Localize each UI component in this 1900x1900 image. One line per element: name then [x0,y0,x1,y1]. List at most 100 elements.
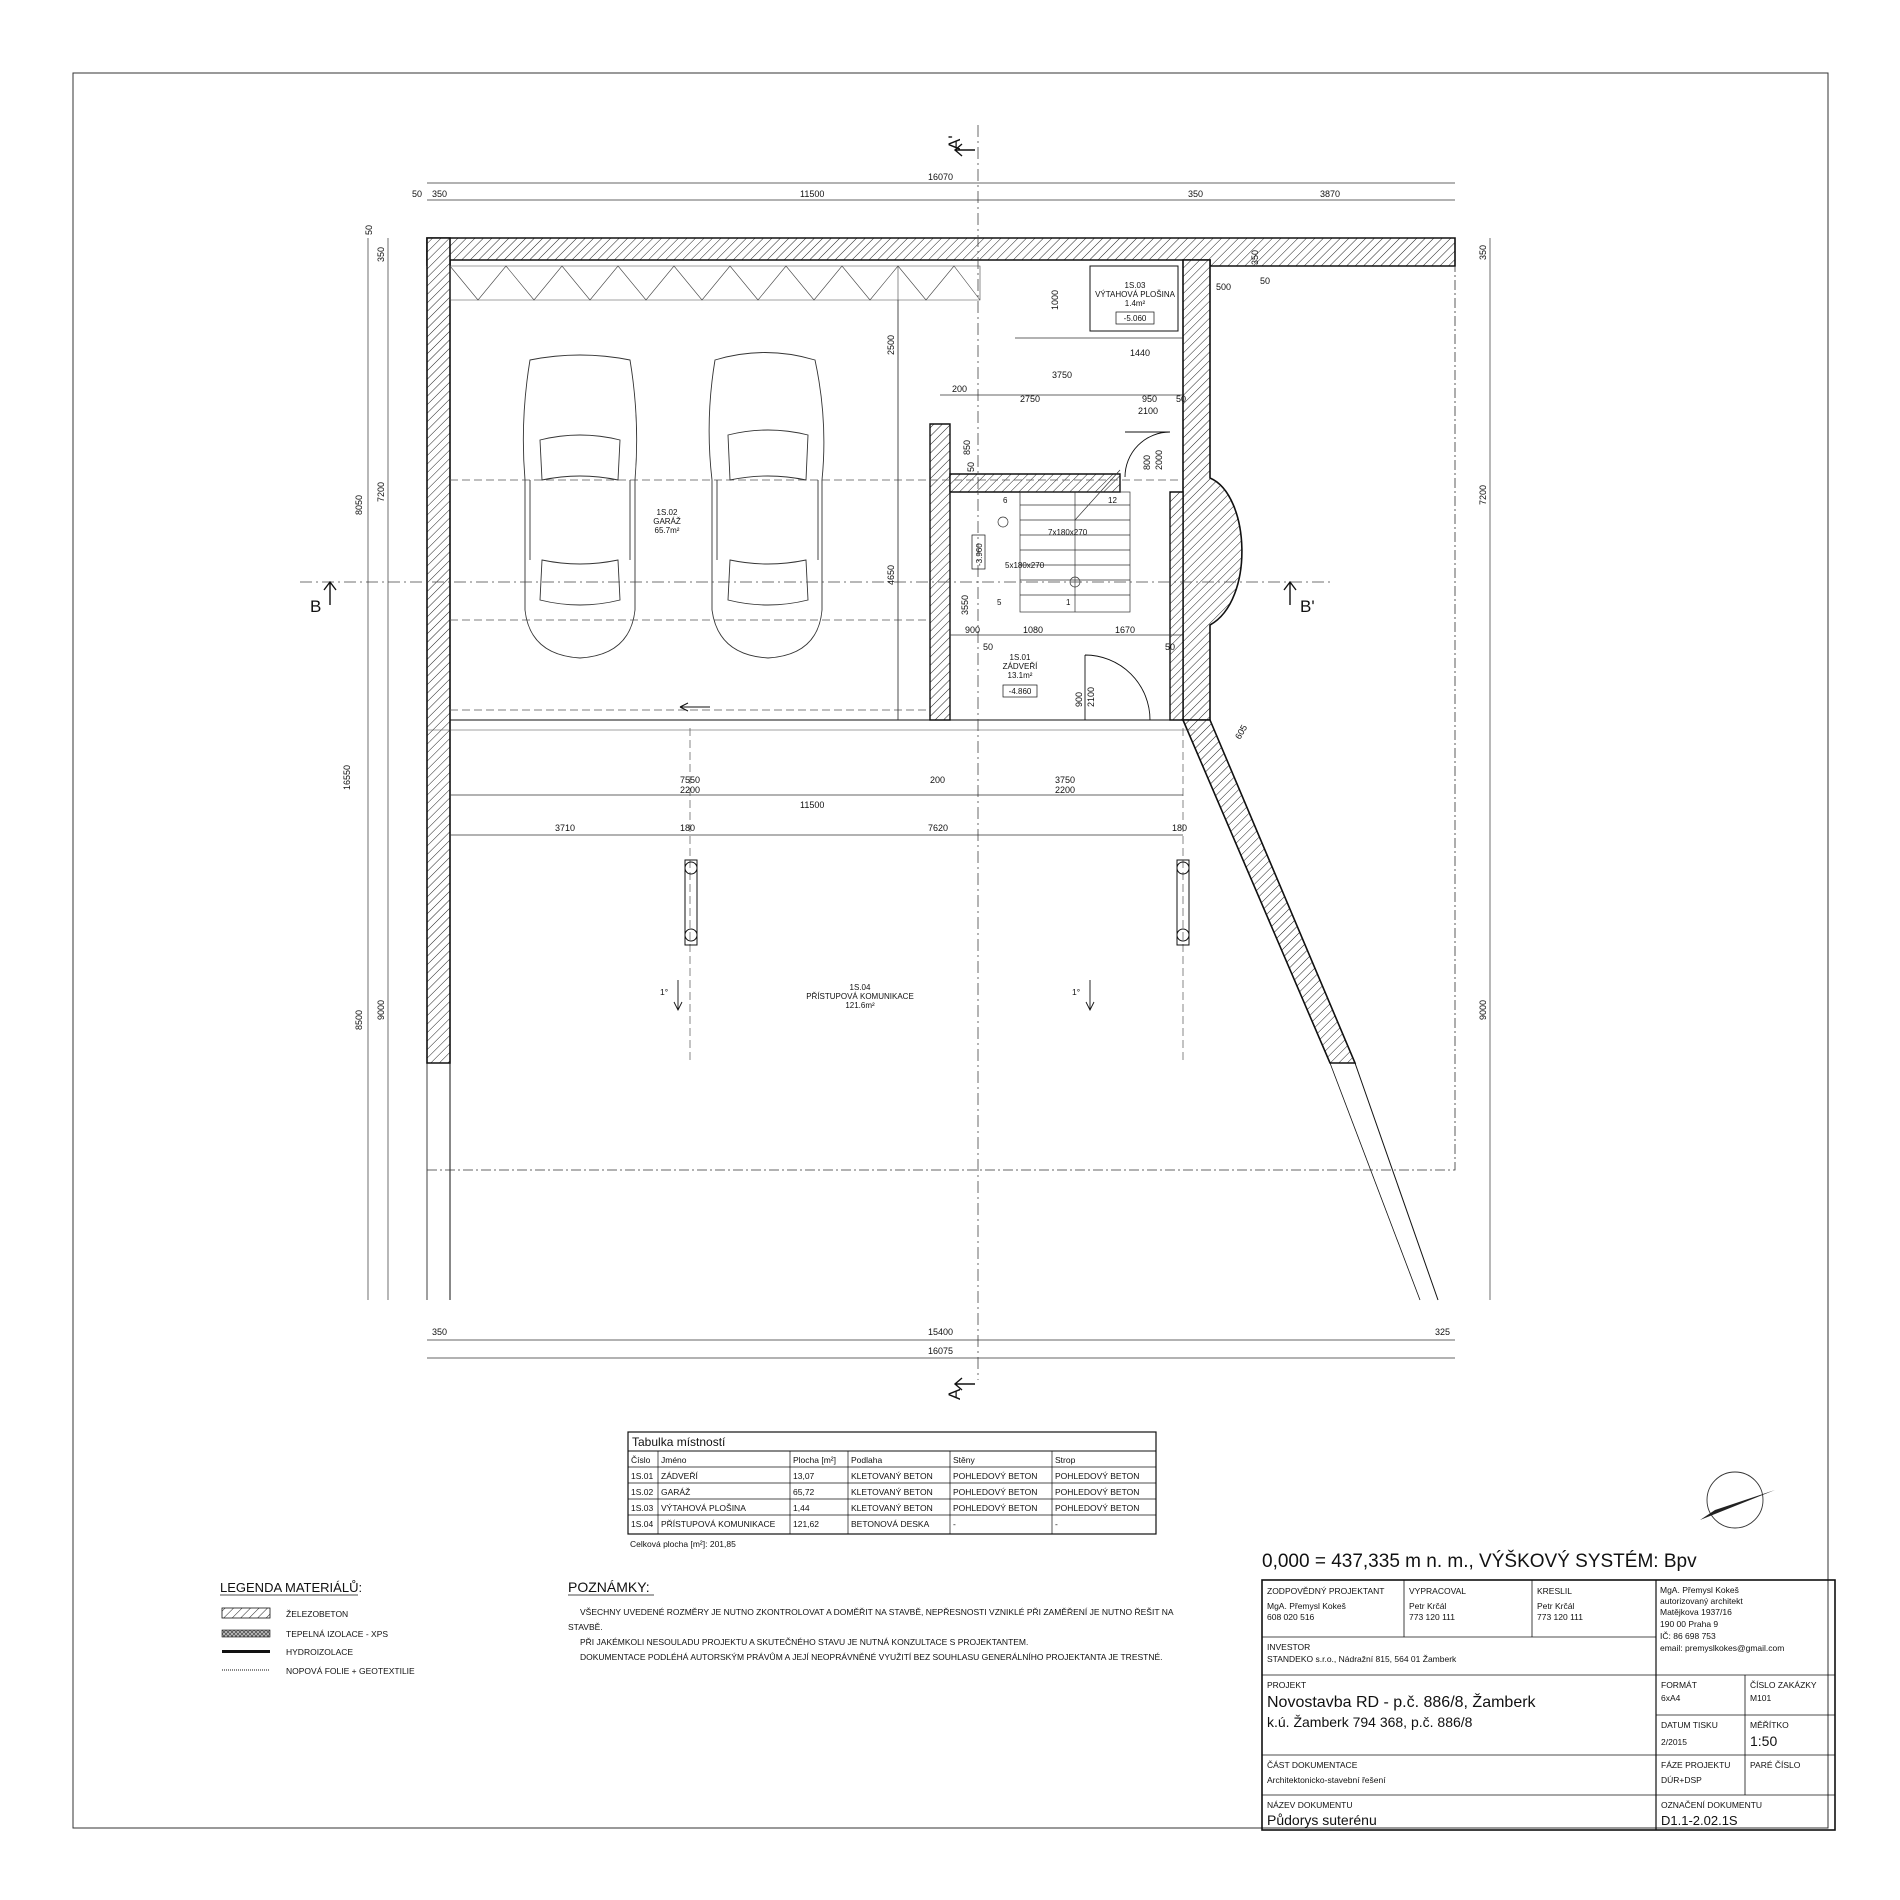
dim-left-inner-1: 350 [376,247,386,262]
note-line: DOKUMENTACE PODLÉHÁ AUTORSKÝM PRÁVŮM A J… [580,1651,1163,1662]
section-mark-b: B [310,597,321,616]
room-1S01: 1S.01 ZÁDVEŘÍ 13.1m² -4.860 [1002,653,1038,698]
copy-label: PARÉ ČÍSLO [1750,1760,1801,1770]
roof-truss [449,265,981,720]
stair-step-6: 6 [1003,496,1008,505]
legend-item: ŽELEZOBETON [286,1609,348,1619]
dim-left-inner-3: 9000 [376,1000,386,1020]
room-area: 65.7m² [655,526,680,535]
dim-int-1000: 1000 [1050,290,1060,310]
dim-right-3: 9000 [1478,1000,1488,1020]
court-east-2 [1329,1062,1421,1301]
room-level: -5.060 [1124,314,1147,323]
dim-left-outer-2: 8050 [354,495,364,515]
table-cell: 65,72 [793,1487,815,1497]
table-cell: POHLEDOVÝ BETON [1055,1471,1139,1481]
legend-swatch-hydro [222,1650,270,1653]
architect-line: email: premyslkokes@gmail.com [1660,1643,1784,1653]
table-cell: POHLEDOVÝ BETON [953,1503,1037,1513]
table-header: Plocha [m²] [793,1455,836,1465]
dimension-lines [367,182,1491,1359]
table-cell: - [953,1519,956,1529]
car-left [522,354,638,659]
table-cell: ZÁDVEŘÍ [661,1471,698,1481]
dim-bottom-overall: 16075 [928,1346,953,1356]
height-system: 0,000 = 437,335 m n. m., VÝŠKOVÝ SYSTÉM:… [1262,1550,1697,1572]
dim-bottom-part-1: 350 [432,1327,447,1337]
dim-low-2200b: 2200 [1055,785,1075,795]
dim-left-inner-2: 7200 [376,482,386,502]
section-arrow-a-top [953,143,975,157]
dim-int-500: 500 [1216,282,1231,292]
wall-east-diagonal [1181,719,1357,1064]
stair-label-upper: 7x180x270 [1048,528,1088,537]
table-title: Tabulka místností [632,1435,726,1449]
level-box [1115,311,1155,325]
dim-top-part-2: 11500 [800,189,824,199]
part-value: Architektonicko-stavební řešení [1267,1775,1386,1785]
responsible-label: ZODPOVĚDNÝ PROJEKTANT [1267,1586,1384,1596]
section-mark-b-prime: B' [1300,597,1315,616]
legend-swatch-concrete [221,1607,271,1619]
room-name: ZÁDVEŘÍ [1003,662,1038,671]
stair-label-lower: 5x180x270 [1005,561,1045,570]
room-code: 1S.03 [1125,281,1146,290]
dim-int-950: 950 [1142,394,1157,404]
order-value: M101 [1750,1693,1772,1703]
room-area: 13.1m² [1008,671,1033,680]
dim-bottom-part-3: 325 [1435,1327,1450,1337]
slope-arrow-left [673,980,683,1012]
slope-label-left: 1° [660,987,668,997]
note-line: STAVBĚ. [568,1622,603,1632]
canopy-dash [689,728,1184,1060]
notes-title: POZNÁMKY: [568,1579,650,1595]
table-cell: 1S.03 [631,1503,653,1513]
table-cell: 1S.04 [631,1519,653,1529]
order-label: ČÍSLO ZAKÁZKY [1750,1680,1817,1690]
dim-int-2100: 2100 [1138,406,1158,416]
dim-int-605: 605 [1233,723,1249,741]
room-level: -4.860 [1009,687,1032,696]
notes: POZNÁMKY: VŠECHNY UVEDENÉ ROZMĚRY JE NUT… [568,1579,1174,1662]
legend-item: TEPELNÁ IZOLACE - XPS [286,1629,388,1639]
table-cell: 1S.01 [631,1471,653,1481]
car-right [708,352,825,659]
format-value: 6xA4 [1661,1693,1681,1703]
dim-int-2000: 2000 [1154,450,1164,470]
table-header: Strop [1055,1455,1076,1465]
dim-low-3750: 3750 [1055,775,1075,785]
table-cell: POHLEDOVÝ BETON [1055,1503,1139,1513]
floor-plan: 1° 1° A' A B B' 16070 [300,125,1491,1400]
dim-int-1080: 1080 [1023,625,1043,635]
dim-top-part-4: 3870 [1320,189,1340,199]
slope-arrow-right [1085,980,1095,1012]
section-mark-a-prime: A' [945,135,964,150]
format-label: FORMÁT [1661,1680,1697,1690]
architect-line: Matějkova 1937/16 [1660,1607,1732,1617]
stair-level-box [971,534,986,570]
door-stair [1124,431,1171,478]
date-value: 2/2015 [1661,1737,1687,1747]
prepared-name: Petr Krčál [1409,1601,1446,1611]
title-block: 0,000 = 437,335 m n. m., VÝŠKOVÝ SYSTÉM:… [1261,1550,1836,1831]
stair-step-5: 5 [997,598,1002,607]
columns [684,859,1190,946]
dim-left-overall: 16550 [342,765,352,790]
project-line2: k.ú. Žamberk 794 368, p.č. 886/8 [1267,1714,1473,1730]
dim-int-850: 850 [962,440,972,455]
project-line1: Novostavba RD - p.č. 886/8, Žamberk [1267,1692,1537,1711]
room-name: GARÁŽ [653,517,681,526]
prepared-phone: 773 120 111 [1409,1612,1455,1622]
architect-line: IČ: 86 698 753 [1660,1631,1716,1641]
dim-int-3750: 3750 [1052,370,1072,380]
room-code: 1S.02 [657,508,678,517]
phase-value: DÚR+DSP [1661,1775,1702,1785]
dim-int-50e: 50 [1165,642,1175,652]
wall-core-west [929,423,951,721]
scale-label: MĚŘÍTKO [1750,1720,1789,1730]
architect-line: MgA. Přemysl Kokeš [1660,1585,1739,1595]
stair-level: -3.960 [975,543,984,566]
dim-int-50d: 50 [983,642,993,652]
table-cell: KLETOVANÝ BETON [851,1503,933,1513]
